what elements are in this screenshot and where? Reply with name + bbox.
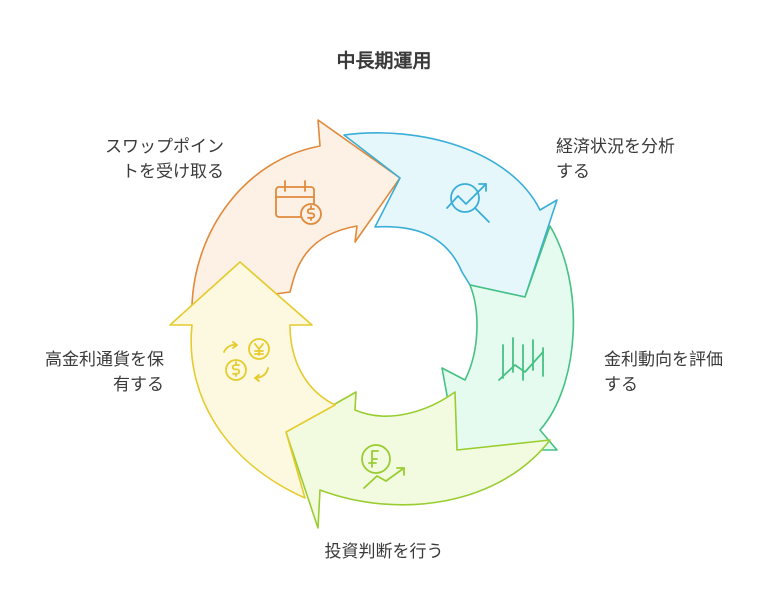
cycle-segment-decide (285, 391, 551, 529)
cycle-segment-hold (169, 261, 336, 499)
cycle-segment-receive (191, 119, 401, 306)
step-label-decide: 投資判断を行う (324, 542, 444, 562)
currency-exchange-icon (223, 338, 270, 382)
market-chart-icon (498, 337, 544, 381)
chart-magnifier-icon (446, 183, 490, 223)
calendar-dollar-icon (275, 180, 322, 225)
diagram-title: 中長期運用 (336, 50, 432, 72)
cycle-segment-analyze (343, 132, 558, 298)
step-label-receive: スワップポイントを受け取る (105, 137, 224, 182)
step-label-evaluate: 金利動向を評価する (604, 350, 723, 395)
cycle-segment-evaluate (441, 225, 575, 451)
step-label-hold: 高金利通貨を保有する (45, 350, 164, 395)
franc-growth-icon (361, 444, 405, 489)
step-label-analyze: 経済状況を分析する (556, 137, 675, 182)
